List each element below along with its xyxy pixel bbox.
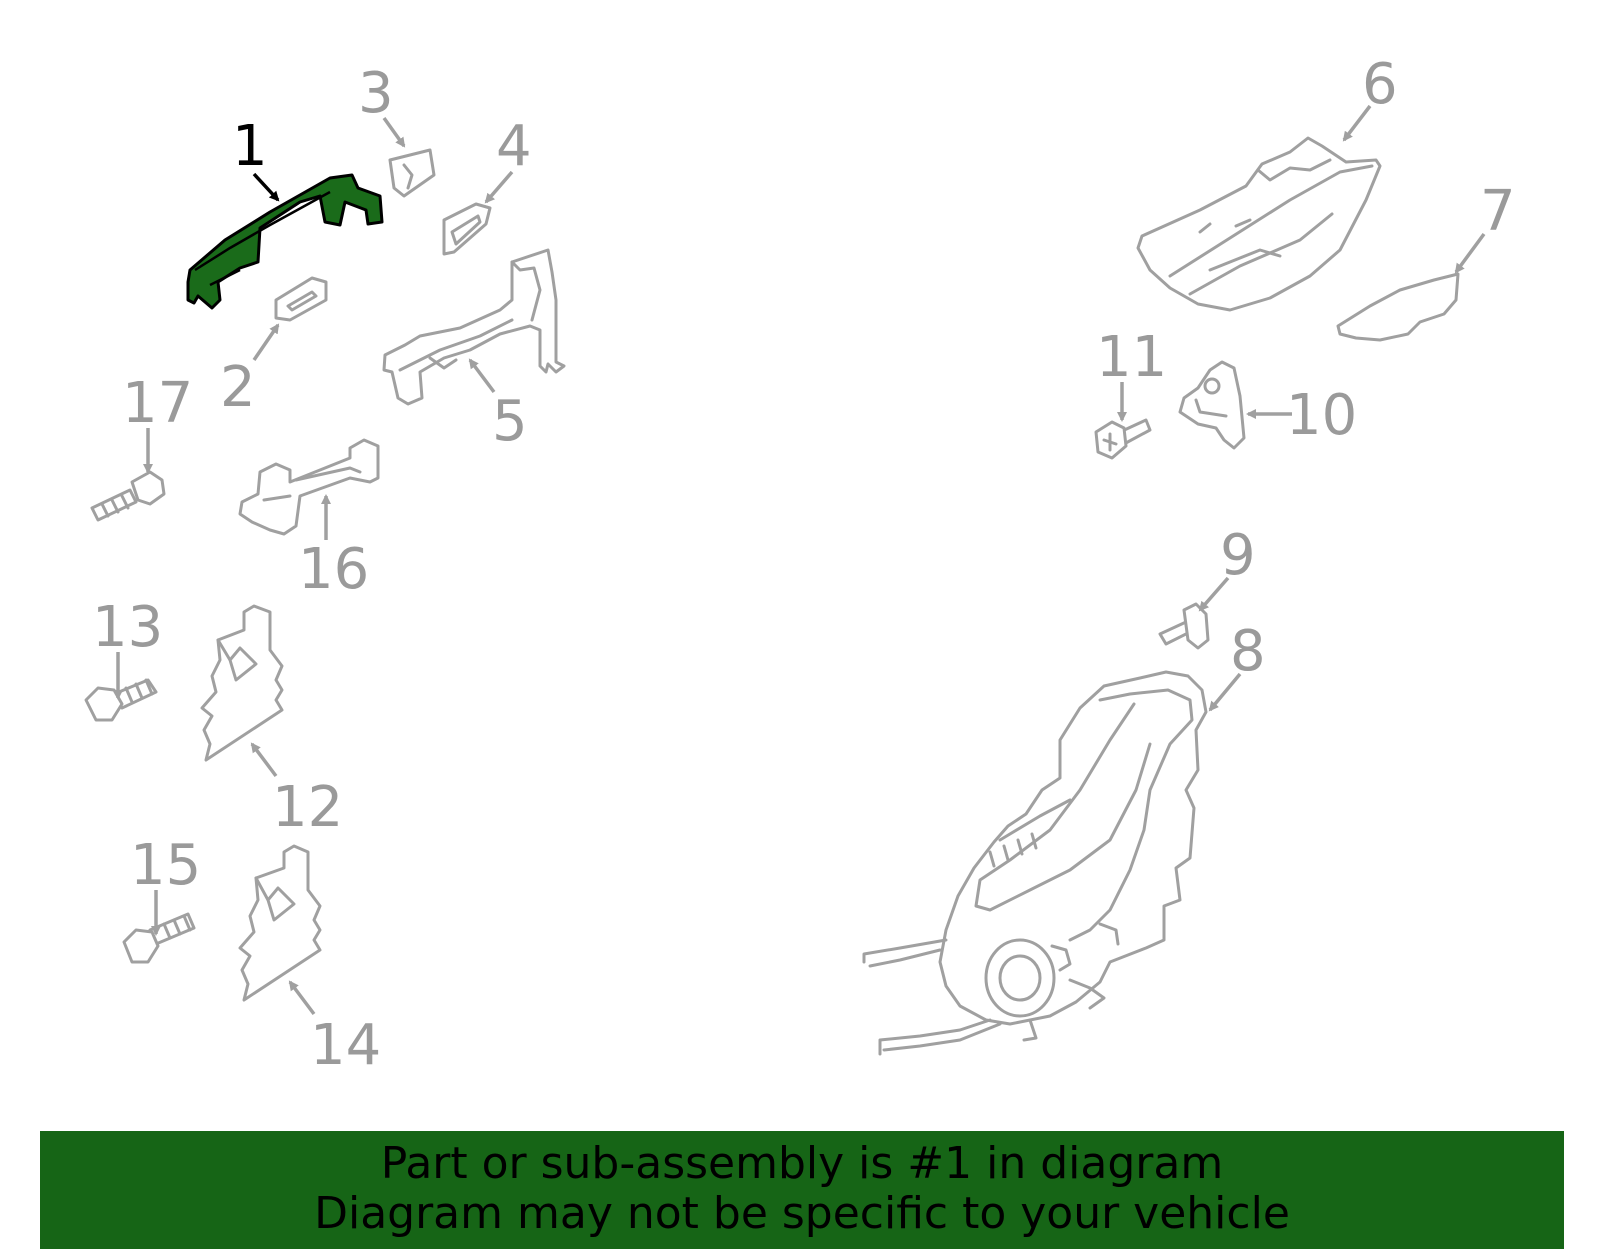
callout-12: 12 [272, 775, 343, 840]
banner-line-1: Part or sub-assembly is #1 in diagram [380, 1138, 1224, 1189]
callout-11: 11 [1096, 325, 1167, 390]
part-2-gasket[interactable] [274, 276, 328, 322]
part-16-door-check[interactable] [238, 438, 380, 536]
part-9-screw[interactable] [1158, 602, 1210, 650]
callout-5: 5 [492, 389, 528, 454]
part-17-bolt[interactable] [90, 470, 166, 522]
callout-1: 1 [232, 114, 268, 179]
callout-2: 2 [220, 355, 256, 420]
part-8-latch[interactable] [862, 670, 1208, 1056]
part-12-bracket[interactable] [200, 604, 284, 762]
part-5-handle-frame[interactable] [382, 248, 566, 406]
part-3-cap[interactable] [388, 148, 436, 198]
part-7-cover[interactable] [1336, 272, 1460, 342]
leader-arrows [113, 104, 1486, 1016]
part-4-gasket[interactable] [442, 202, 492, 256]
callout-8: 8 [1230, 619, 1266, 684]
part-14-bracket[interactable] [238, 844, 322, 1002]
part-11-screw[interactable] [1094, 418, 1152, 460]
part-6-inner-handle[interactable] [1136, 136, 1382, 312]
callout-16: 16 [298, 537, 369, 602]
callout-10: 10 [1286, 383, 1357, 448]
part-15-bolt[interactable] [122, 912, 196, 964]
callout-3: 3 [358, 61, 394, 126]
part-13-bolt[interactable] [84, 678, 158, 722]
part-10-bracket[interactable] [1178, 360, 1246, 450]
part-1-door-handle[interactable] [186, 173, 384, 310]
banner-line-2: Diagram may not be specific to your vehi… [314, 1188, 1290, 1239]
callout-9: 9 [1220, 523, 1256, 588]
callout-6: 6 [1362, 52, 1398, 117]
callout-17: 17 [122, 371, 193, 436]
callout-4: 4 [496, 114, 532, 179]
callout-15: 15 [130, 833, 201, 898]
callout-14: 14 [310, 1013, 381, 1078]
info-banner: Part or sub-assembly is #1 in diagram Di… [40, 1131, 1564, 1249]
callout-13: 13 [92, 595, 163, 660]
callout-7: 7 [1480, 179, 1516, 244]
